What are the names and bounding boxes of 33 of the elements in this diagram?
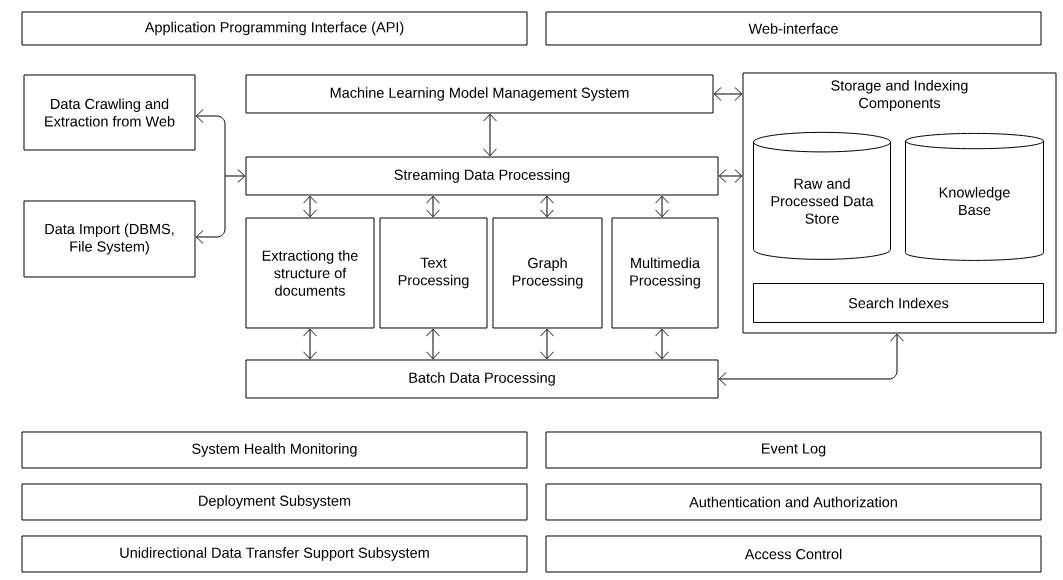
component-box: Application Programming Interface (API) (21, 11, 528, 46)
arrow (713, 87, 743, 101)
arrow (655, 328, 669, 360)
arrow (540, 328, 554, 360)
database-cylinder: Raw and Processed Data Store (753, 131, 891, 260)
processing-box: Extractiong the structure of documents (245, 217, 375, 329)
arrow (303, 328, 317, 360)
component-box: Streaming Data Processing (245, 156, 719, 196)
component-box: Machine Learning Model Management System (245, 74, 714, 114)
arrow (426, 328, 440, 360)
component-box: Access Control (545, 535, 1042, 573)
arrow (426, 195, 440, 218)
component-box: Batch Data Processing (245, 359, 719, 399)
arrow (483, 113, 497, 157)
processing-box: Text Processing (379, 217, 488, 329)
component-box: Event Log (545, 431, 1042, 469)
component-box: Web-interface (545, 11, 1042, 46)
processing-box: Multimedia Processing (611, 217, 719, 329)
database-cylinder: Knowledge Base (905, 132, 1044, 261)
component-box: Unidirectional Data Transfer Support Subsystem (21, 535, 528, 573)
arrow (540, 195, 554, 218)
arrow (718, 169, 743, 183)
arrow (718, 333, 904, 386)
component-box: Search Indexes (753, 283, 1044, 323)
arrow (195, 109, 246, 244)
source-box: Data Crawling and Extraction from Web (23, 74, 196, 151)
component-box: System Health Monitoring (21, 431, 528, 469)
arrow (655, 195, 669, 218)
processing-box: Graph Processing (492, 217, 603, 329)
component-box: Authentication and Authorization (545, 483, 1042, 521)
component-box: Deployment Subsystem (21, 483, 528, 521)
source-box: Data Import (DBMS, File System) (23, 200, 196, 278)
arrow (303, 195, 317, 218)
